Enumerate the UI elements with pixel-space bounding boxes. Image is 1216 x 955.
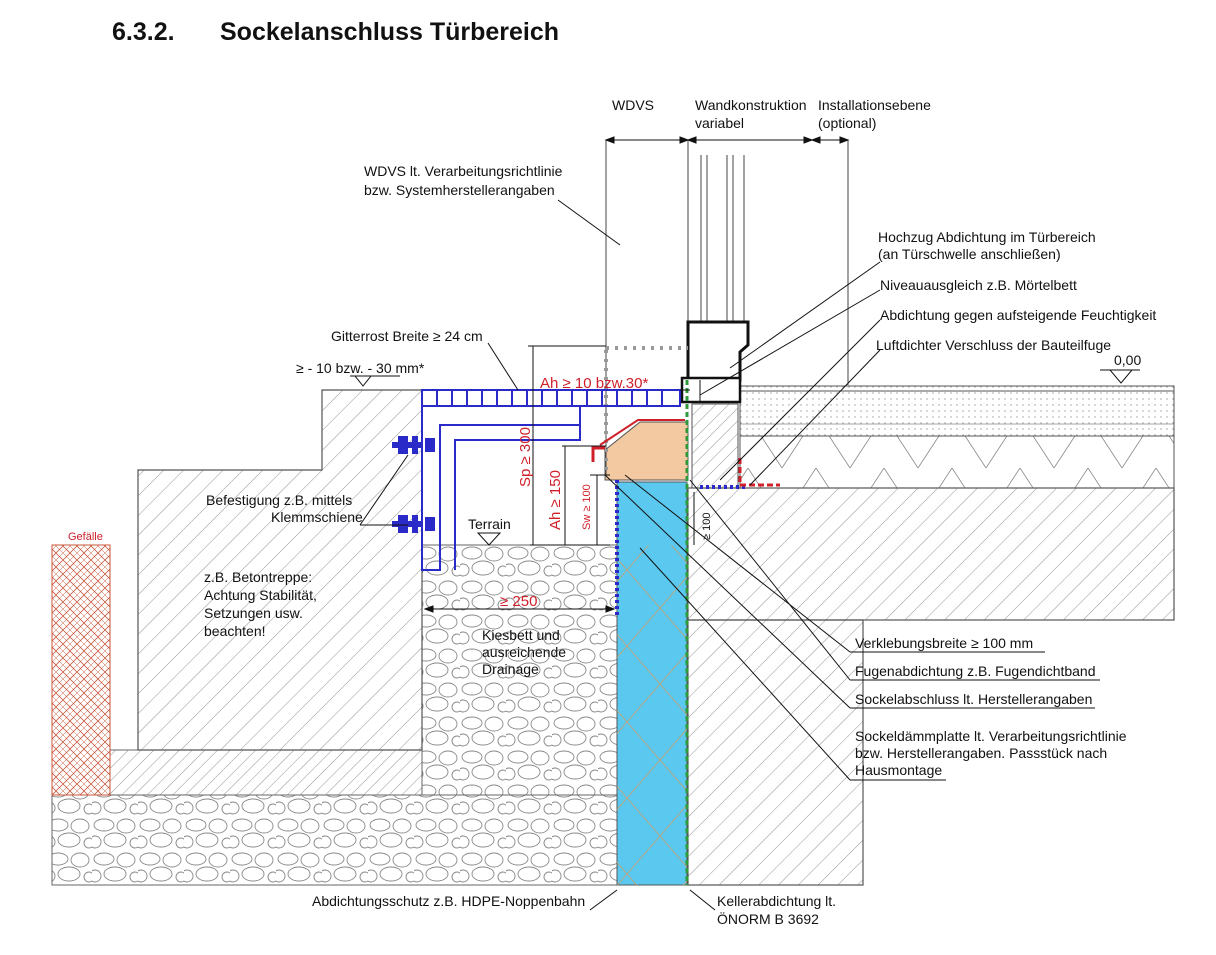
label-keller-1: Kellerabdichtung lt. [717, 893, 836, 909]
label-fugen: Fugenabdichtung z.B. Fugendichtband [855, 663, 1096, 679]
label-verklebung: Verklebungsbreite ≥ 100 mm [855, 635, 1033, 651]
anchor-bolt-upper [392, 436, 435, 454]
label-sockelabschluss: Sockelabschluss lt. Herstellerangaben [855, 691, 1092, 707]
label-sockeldaemm-2: bzw. Herstellerangaben. Passstück nach [855, 745, 1107, 761]
gravel-bed-bottom [51, 794, 618, 886]
label-ge-250: ≥ 250 [500, 593, 537, 610]
label-sw-100: Sw ≥ 100 [581, 484, 593, 530]
gravel-drainage [421, 544, 618, 796]
label-beton-2: Achtung Stabilität, [204, 587, 317, 603]
label-sp: Sp ≥ 300 [517, 427, 534, 487]
label-wdvs: WDVS [612, 97, 654, 113]
gefaelle-ground [51, 544, 111, 796]
label-level-000: 0,00 [1114, 352, 1141, 368]
plinth-insulation-cross [617, 545, 687, 885]
label-gefaelle: Gefälle [68, 531, 103, 543]
concrete-stair [137, 389, 423, 751]
label-ah-top: Ah ≥ 10 bzw.30* [540, 375, 648, 392]
label-befestigung-2: Klemmschiene [271, 509, 363, 525]
label-abdichtung-feucht: Abdichtung gegen aufsteigende Feuchtigke… [880, 307, 1156, 323]
threshold-block [691, 403, 739, 489]
level-marker-terrain [476, 532, 502, 546]
level-marker-top [353, 375, 373, 387]
label-befestigung-1: Befestigung z.B. mittels [206, 492, 352, 508]
label-gefaelle-top: ≥ - 10 bzw. - 30 mm* [296, 360, 425, 376]
floor-insulation [739, 435, 1175, 489]
label-hochzug-1: Hochzug Abdichtung im Türbereich [878, 229, 1096, 245]
label-hochzug-2: (an Türschwelle anschließen) [878, 246, 1061, 262]
label-kies-2: ausreichende [482, 644, 566, 660]
floor-screed [739, 385, 1175, 437]
label-wand-2: variabel [695, 115, 744, 131]
floor-slab [687, 487, 1175, 621]
label-beton-4: beachten! [204, 623, 266, 639]
section-number: 6.3.2. [112, 18, 175, 46]
label-keller-2: ÖNORM B 3692 [717, 910, 819, 927]
label-luftdicht: Luftdichter Verschluss der Bauteilfuge [876, 337, 1111, 353]
mortar-bed [604, 421, 689, 481]
label-wdvs-lt-1: WDVS lt. Verarbeitungsrichtlinie [364, 163, 563, 179]
label-niveau: Niveauausgleich z.B. Mörtelbett [880, 277, 1077, 293]
label-wand-1: Wandkonstruktion [695, 97, 807, 113]
anchor-bolt-lower [392, 515, 435, 533]
label-terrain: Terrain [468, 516, 511, 532]
label-ge-100: ≥ 100 [701, 513, 713, 540]
label-gitterrost: Gitterrost Breite ≥ 24 cm [331, 328, 483, 344]
level-marker-000 [1108, 369, 1134, 384]
label-wdvs-lt-2: bzw. Systemherstellerangaben [364, 182, 555, 198]
door-frame [680, 155, 750, 404]
label-kies-1: Kiesbett und [482, 627, 560, 643]
label-abdichtungsschutz: Abdichtungsschutz z.B. HDPE-Noppenbahn [312, 893, 585, 909]
grating-profile [421, 389, 681, 571]
label-inst-1: Installationsebene [818, 97, 931, 113]
section-heading: 6.3.2. Sockelanschluss Türbereich [112, 18, 559, 47]
stair-foot-slab [109, 749, 423, 796]
label-ah-150: Ah ≥ 150 [547, 470, 564, 530]
label-sockeldaemm-3: Hausmontage [855, 762, 942, 778]
label-beton-1: z.B. Betontreppe: [204, 569, 312, 585]
section-title: Sockelanschluss Türbereich [220, 18, 560, 46]
label-inst-2: (optional) [818, 115, 876, 131]
label-sockeldaemm-1: Sockeldämmplatte lt. Verarbeitungsrichtl… [855, 728, 1127, 744]
basement-wall [687, 619, 864, 886]
label-kies-3: Drainage [482, 661, 539, 677]
waterproofing-red [591, 446, 605, 462]
label-beton-3: Setzungen usw. [204, 605, 303, 621]
